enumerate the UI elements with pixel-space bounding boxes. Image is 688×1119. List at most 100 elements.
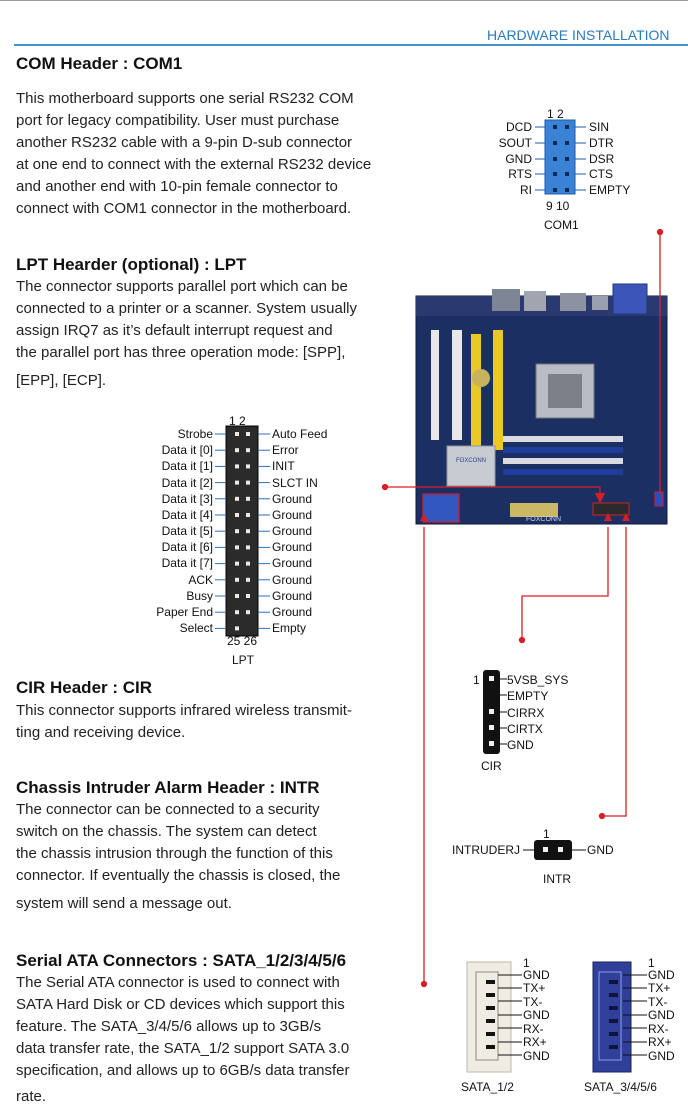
sata-pin-label: TX-	[648, 995, 668, 1009]
sata-pin-label: GND	[523, 1008, 550, 1022]
lpt-description: The connector supports parallel port whi…	[16, 276, 386, 392]
board-brand-mark: FOXCONN	[456, 458, 486, 464]
board-brand-mark: FOXCONN	[526, 516, 561, 523]
sata-pin-label: TX-	[523, 995, 543, 1009]
text-line: [EPP], [ECP].	[16, 372, 107, 389]
cir-pin-label: CIRTX	[507, 722, 543, 736]
lpt-pin-numbers-top: 1 2	[229, 414, 246, 428]
lpt-caption: LPT	[232, 653, 255, 667]
text-line: the chassis intrusion through the functi…	[16, 845, 333, 862]
com1-connector	[535, 119, 586, 195]
com1-pin-label: SOUT	[498, 136, 532, 150]
lpt-pin-label: Busy	[186, 589, 213, 603]
lpt-pin-label: Data it [2]	[161, 476, 213, 490]
sata-pin-label: GND	[523, 968, 550, 982]
sata-caption-1-2: SATA_1/2	[461, 1080, 514, 1094]
cir-pin-label: 5VSB_SYS	[507, 673, 569, 687]
sata-pin-label: TX+	[523, 981, 546, 995]
sata-1-2-connector	[466, 961, 522, 1073]
intr-description: The connector can be connected to a secu…	[16, 799, 386, 915]
lpt-pin-numbers-bottom: 25 26	[227, 634, 258, 648]
text-line: SATA Hard Disk or CD devices which suppo…	[16, 996, 345, 1013]
sata-pin-label: RX-	[523, 1022, 544, 1036]
text-line: and another end with 10-pin female conne…	[16, 178, 338, 195]
text-line: rate.	[16, 1088, 47, 1105]
pointer-lines	[381, 228, 664, 988]
com1-pin-numbers-bottom: 9 10	[546, 199, 570, 213]
text-line: connector. If eventually the chassis is …	[16, 867, 341, 884]
com1-pin-label: DSR	[589, 152, 615, 166]
text-line: assign IRQ7 as it’s default interrupt re…	[16, 322, 333, 339]
header-rule	[14, 44, 688, 46]
lpt-pin-label: Empty	[272, 621, 307, 635]
sata-pin-label: RX+	[523, 1035, 547, 1049]
text-line: specification, and allows up to 6GB/s da…	[16, 1062, 350, 1079]
com1-pin-label: DTR	[589, 136, 614, 150]
text-line: The connector can be connected to a secu…	[16, 801, 320, 818]
section-header: HARDWARE INSTALLATION	[487, 27, 670, 43]
sata-pin-label: GND	[523, 1049, 550, 1063]
cir-pin-label: GND	[507, 738, 534, 752]
sata-3-6-connector	[592, 961, 647, 1073]
sata-pin-label: GND	[648, 1049, 675, 1063]
text-line: ting and receiving device.	[16, 724, 186, 741]
com1-pin-label: RI	[520, 183, 532, 197]
intr-pin-label: GND	[587, 843, 614, 857]
cir-title: CIR Header : CIR	[16, 678, 153, 697]
text-line: connect with COM1 connector in the mothe…	[16, 200, 352, 217]
lpt-pin-label: Ground	[272, 556, 313, 570]
lpt-pin-label: Strobe	[177, 427, 213, 441]
text-line: at one end to connect with the external …	[16, 156, 372, 173]
com1-caption: COM1	[544, 218, 579, 232]
com1-pin-label: DCD	[506, 120, 532, 134]
text-line: port for legacy compatibility. User must…	[16, 112, 340, 129]
lpt-pin-label: Data it [5]	[161, 524, 213, 538]
cir-pin-one: 1	[473, 673, 480, 687]
lpt-pin-label: Auto Feed	[272, 427, 328, 441]
lpt-pin-label: Ground	[272, 589, 313, 603]
lpt-pin-label: Paper End	[156, 605, 213, 619]
sata-pin-one: 1	[648, 956, 655, 970]
cir-pin-label: EMPTY	[507, 689, 549, 703]
com1-pin-label: EMPTY	[589, 183, 631, 197]
lpt-pin-label: Data it [7]	[161, 556, 213, 570]
com1-pin-label: GND	[505, 152, 532, 166]
lpt-title: LPT Hearder (optional) : LPT	[16, 255, 247, 274]
text-line: The Serial ATA connector is used to conn…	[16, 974, 340, 991]
intr-caption: INTR	[543, 872, 571, 886]
top-rule	[0, 0, 688, 1]
sata-pin-one: 1	[523, 956, 530, 970]
lpt-connector	[215, 425, 270, 637]
com1-pin-numbers-top: 1 2	[547, 107, 564, 121]
lpt-pin-label: Ground	[272, 573, 313, 587]
text-line: connected to a printer or a scanner. Sys…	[16, 300, 358, 317]
cir-connector	[483, 670, 507, 754]
lpt-pin-label: Ground	[272, 524, 313, 538]
lpt-pin-label: Data it [4]	[161, 508, 213, 522]
sata-pin-label: GND	[648, 968, 675, 982]
sata-title: Serial ATA Connectors : SATA_1/2/3/4/5/6	[16, 951, 347, 970]
text-line: This connector supports infrared wireles…	[16, 702, 352, 719]
lpt-pin-label: Data it [0]	[161, 443, 213, 457]
com1-pin-label: SIN	[589, 120, 610, 134]
lpt-pin-label: Ground	[272, 605, 313, 619]
lpt-pin-label: ACK	[188, 573, 213, 587]
motherboard-image: FOXCONN FOXCONN	[415, 283, 668, 525]
lpt-pin-label: Select	[179, 621, 213, 635]
sata-pin-label: GND	[648, 1008, 675, 1022]
cir-caption: CIR	[481, 759, 502, 773]
text-line: This motherboard supports one serial RS2…	[16, 90, 354, 107]
lpt-pin-label: Ground	[272, 508, 313, 522]
intr-pin-one: 1	[543, 827, 550, 841]
lpt-pin-label: Data it [6]	[161, 540, 213, 554]
sata-caption-3-6: SATA_3/4/5/6	[584, 1080, 657, 1094]
com-title: COM Header : COM1	[16, 54, 183, 73]
lpt-pin-label: INIT	[272, 459, 295, 473]
com1-pin-label: RTS	[508, 167, 532, 181]
lpt-pin-label: Error	[272, 443, 299, 457]
text-line: the parallel port has three operation mo…	[16, 344, 346, 361]
text-line: another RS232 cable with a 9-pin D-sub c…	[16, 134, 353, 151]
lpt-pin-label: Ground	[272, 492, 313, 506]
sata-pin-label: RX-	[648, 1022, 669, 1036]
